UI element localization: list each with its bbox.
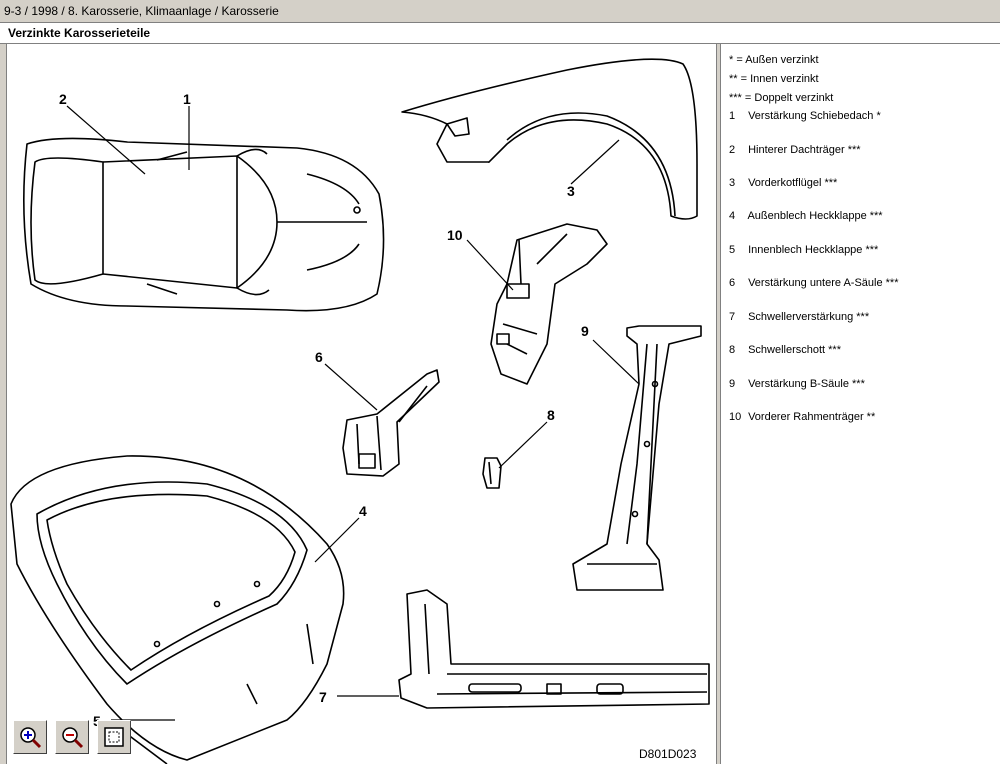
legend-item: 10 Vorderer Rahmenträger ** bbox=[729, 411, 999, 423]
legend-item-label: Verstärkung B-Säule *** bbox=[748, 378, 865, 390]
callout-9: 9 bbox=[581, 323, 589, 339]
content-area: 1 2 3 4 5 6 7 8 9 10 D801D023 bbox=[0, 44, 1000, 764]
legend-item-label: Verstärkung Schiebedach * bbox=[748, 110, 881, 122]
page-title: Verzinkte Karosserieteile bbox=[0, 22, 1000, 44]
callout-10: 10 bbox=[447, 227, 463, 243]
magnifier-plus-icon bbox=[20, 727, 42, 749]
legend-item-number: 2 bbox=[729, 144, 736, 156]
car-top-view bbox=[23, 137, 385, 312]
callout-2: 2 bbox=[59, 91, 67, 107]
legend-note: * = Außen verzinkt bbox=[729, 54, 819, 66]
legend-item: 1 Verstärkung Schiebedach * bbox=[729, 110, 999, 122]
legend-item-number: 5 bbox=[729, 244, 736, 256]
legend-item-label: Außenblech Heckklappe *** bbox=[747, 210, 883, 222]
legend-item-number: 8 bbox=[729, 344, 736, 356]
legend-item: 4 Außenblech Heckklappe *** bbox=[729, 210, 999, 222]
legend-item-number: 4 bbox=[729, 210, 736, 222]
legend-item-label: Innenblech Heckklappe *** bbox=[748, 244, 879, 256]
fit-page-icon bbox=[104, 727, 124, 747]
tailgate bbox=[10, 455, 345, 764]
zoom-in-button[interactable] bbox=[13, 720, 47, 754]
magnifier-minus-icon bbox=[62, 727, 84, 749]
legend-item-number: 10 bbox=[729, 411, 742, 423]
callout-3: 3 bbox=[567, 183, 575, 199]
breadcrumb: 9-3 / 1998 / 8. Karosserie, Klimaanlage … bbox=[0, 0, 1000, 22]
legend-item-label: Vorderkotflügel *** bbox=[748, 177, 838, 189]
sill-reinforcement bbox=[398, 589, 710, 709]
legend-item-label: Hinterer Dachträger *** bbox=[748, 144, 861, 156]
callout-4: 4 bbox=[359, 503, 367, 519]
fit-page-button[interactable] bbox=[97, 720, 131, 754]
legend-item: 6 Verstärkung untere A-Säule *** bbox=[729, 277, 999, 289]
sill-bulkhead bbox=[482, 457, 502, 489]
legend-item-label: Vorderer Rahmenträger ** bbox=[748, 411, 876, 423]
legend-item-label: Verstärkung untere A-Säule *** bbox=[748, 277, 899, 289]
b-pillar-reinforcement bbox=[572, 325, 702, 591]
legend-item-number: 9 bbox=[729, 378, 736, 390]
legend-item-number: 1 bbox=[729, 110, 736, 122]
callout-6: 6 bbox=[315, 349, 323, 365]
callout-1: 1 bbox=[183, 91, 191, 107]
legend-item: 7 Schwellerverstärkung *** bbox=[729, 311, 999, 323]
leader-lines bbox=[66, 105, 640, 721]
legend-item-number: 7 bbox=[729, 311, 736, 323]
legend-item-number: 3 bbox=[729, 177, 736, 189]
legend-panel: * = Außen verzinkt ** = Innen verzinkt *… bbox=[720, 44, 1000, 764]
legend-item: 8 Schwellerschott *** bbox=[729, 344, 999, 356]
legend-note: *** = Doppelt verzinkt bbox=[729, 92, 834, 104]
legend-item: 3 Vorderkotflügel *** bbox=[729, 177, 999, 189]
callout-labels: 1 2 3 4 5 6 7 8 9 10 bbox=[59, 91, 589, 729]
legend-note: ** = Innen verzinkt bbox=[729, 73, 819, 85]
front-frame-rail bbox=[490, 223, 608, 385]
legend-item: 9 Verstärkung B-Säule *** bbox=[729, 378, 999, 390]
legend-item-number: 6 bbox=[729, 277, 736, 289]
legend-item-label: Schwellerschott *** bbox=[748, 344, 841, 356]
a-pillar-reinforcement bbox=[342, 369, 440, 477]
diagram-illustration: 1 2 3 4 5 6 7 8 9 10 D801D023 bbox=[10, 58, 710, 764]
diagram-code: D801D023 bbox=[639, 747, 697, 761]
parts-diagram: 1 2 3 4 5 6 7 8 9 10 D801D023 bbox=[6, 44, 717, 764]
zoom-out-button[interactable] bbox=[55, 720, 89, 754]
legend-item-label: Schwellerverstärkung *** bbox=[748, 311, 870, 323]
callout-8: 8 bbox=[547, 407, 555, 423]
callout-7: 7 bbox=[319, 689, 327, 705]
legend-item: 5 Innenblech Heckklappe *** bbox=[729, 244, 999, 256]
legend-item: 2 Hinterer Dachträger *** bbox=[729, 144, 999, 156]
front-fender bbox=[401, 58, 698, 220]
